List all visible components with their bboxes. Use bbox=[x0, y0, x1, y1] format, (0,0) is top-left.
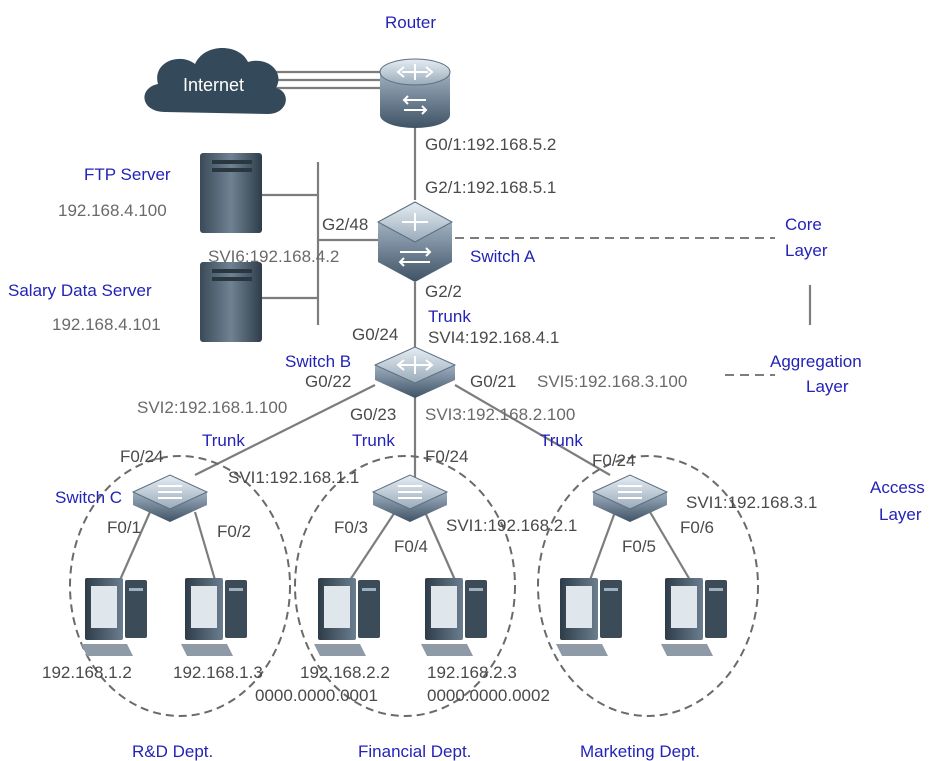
switch-b-port-g024-label: G0/24 bbox=[352, 325, 398, 344]
financial-dept-circle bbox=[294, 455, 516, 717]
switch-c-host1-link bbox=[118, 511, 152, 581]
rd-dept-label: R&D Dept. bbox=[132, 742, 213, 761]
ftp-server-icon bbox=[200, 153, 262, 233]
core-layer-label-line2: Layer bbox=[785, 241, 828, 260]
switch-c-label: Switch C bbox=[55, 488, 122, 507]
host-2-ip: 192.168.1.3 bbox=[173, 663, 263, 682]
trunk-middle-label: Trunk bbox=[352, 431, 395, 450]
internet-cloud-icon: Internet bbox=[144, 48, 286, 114]
financial-dept-label: Financial Dept. bbox=[358, 742, 471, 761]
marketing-dept-circle bbox=[537, 455, 759, 717]
salary-server-ip: 192.168.4.101 bbox=[52, 315, 161, 334]
host-1-ip: 192.168.1.2 bbox=[42, 663, 132, 682]
switch-mid-uplink-label: F0/24 bbox=[425, 447, 468, 466]
switch-right-icon bbox=[591, 474, 669, 522]
switch-c-port-b-label: F0/2 bbox=[217, 522, 251, 541]
salary-server-label: Salary Data Server bbox=[8, 281, 152, 300]
trunk-right-label: Trunk bbox=[540, 431, 583, 450]
internet-label: Internet bbox=[183, 75, 244, 95]
switch-mid-port-b-label: F0/4 bbox=[394, 537, 428, 556]
host-pc-icon bbox=[556, 578, 622, 656]
marketing-dept-label: Marketing Dept. bbox=[580, 742, 700, 761]
switch-a-port-g22-label: G2/2 bbox=[425, 282, 462, 301]
aggregation-layer-label-line2: Layer bbox=[806, 377, 849, 396]
switch-b-svi4-label: SVI4:192.168.4.1 bbox=[428, 328, 559, 347]
switch-right-host5-link bbox=[588, 511, 617, 581]
rd-dept-circle bbox=[69, 455, 291, 717]
host-pc-icon bbox=[661, 578, 727, 656]
switch-mid-host3-link bbox=[349, 511, 396, 581]
host-pc-icon bbox=[81, 578, 147, 656]
host-pc-icon bbox=[181, 578, 247, 656]
trunk-left-label: Trunk bbox=[202, 431, 245, 450]
switch-right-svi-label: SVI1:192.168.3.1 bbox=[686, 493, 817, 512]
host-3-mac: 0000.0000.0001 bbox=[255, 686, 378, 705]
switch-b-svi3-label: SVI3:192.168.2.100 bbox=[425, 405, 575, 424]
switch-c-port-a-label: F0/1 bbox=[107, 518, 141, 537]
department-circles bbox=[69, 455, 759, 717]
switch-a-icon bbox=[376, 201, 454, 282]
aggregation-layer-label-line1: Aggregation bbox=[770, 352, 862, 371]
host-4-ip: 192.168.2.3 bbox=[427, 663, 517, 682]
switch-c-svi-label: SVI1:192.168.1.1 bbox=[228, 468, 359, 487]
connections bbox=[118, 70, 812, 581]
router-label: Router bbox=[385, 13, 436, 32]
switch-mid-host4-link bbox=[423, 511, 457, 581]
switch-right-host6-link bbox=[649, 511, 691, 581]
switch-b-port-g022-label: G0/22 bbox=[305, 372, 351, 391]
host-pc-icon bbox=[314, 578, 380, 656]
salary-server-icon bbox=[200, 262, 262, 342]
access-layer-label-line2: Layer bbox=[879, 505, 922, 524]
switch-mid-port-a-label: F0/3 bbox=[334, 518, 368, 537]
switch-b-icon bbox=[373, 346, 457, 398]
host-pc-icon bbox=[421, 578, 487, 656]
switch-c-icon bbox=[131, 474, 209, 522]
switch-b-svi2-label: SVI2:192.168.1.100 bbox=[137, 398, 287, 417]
router-port-label: G0/1:192.168.5.2 bbox=[425, 135, 556, 154]
switch-right-uplink-label: F0/24 bbox=[592, 451, 635, 470]
host-4-mac: 0000.0000.0002 bbox=[427, 686, 550, 705]
core-layer-label-line1: Core bbox=[785, 215, 822, 234]
switch-b-switch-right-link bbox=[454, 384, 611, 476]
switch-a-svi6-label: SVI6:192.168.4.2 bbox=[208, 247, 339, 266]
switch-b-trunk-label: Trunk bbox=[428, 307, 471, 326]
access-layer-label-line1: Access bbox=[870, 478, 925, 497]
switch-c-host2-link bbox=[193, 511, 217, 581]
switch-right-port-b-label: F0/6 bbox=[680, 518, 714, 537]
switch-b-port-g023-label: G0/23 bbox=[350, 405, 396, 424]
switch-a-port-g248-label: G2/48 bbox=[322, 215, 368, 234]
switch-c-uplink-label: F0/24 bbox=[120, 447, 163, 466]
switch-b-svi5-label: SVI5:192.168.3.100 bbox=[537, 372, 687, 391]
switch-b-port-g021-label: G0/21 bbox=[470, 372, 516, 391]
switch-b-switch-c-link bbox=[194, 384, 376, 476]
switch-mid-svi-label: SVI1:192.168.2.1 bbox=[446, 516, 577, 535]
switch-mid-icon bbox=[371, 474, 449, 522]
host-3-ip: 192.168.2.2 bbox=[300, 663, 390, 682]
ftp-server-label: FTP Server bbox=[84, 165, 171, 184]
ftp-server-ip: 192.168.4.100 bbox=[58, 201, 167, 220]
switch-right-port-a-label: F0/5 bbox=[622, 537, 656, 556]
router-icon bbox=[379, 58, 451, 128]
switch-a-port-g21-label: G2/1:192.168.5.1 bbox=[425, 178, 556, 197]
switch-b-label: Switch B bbox=[285, 352, 351, 371]
switch-a-label: Switch A bbox=[470, 247, 536, 266]
